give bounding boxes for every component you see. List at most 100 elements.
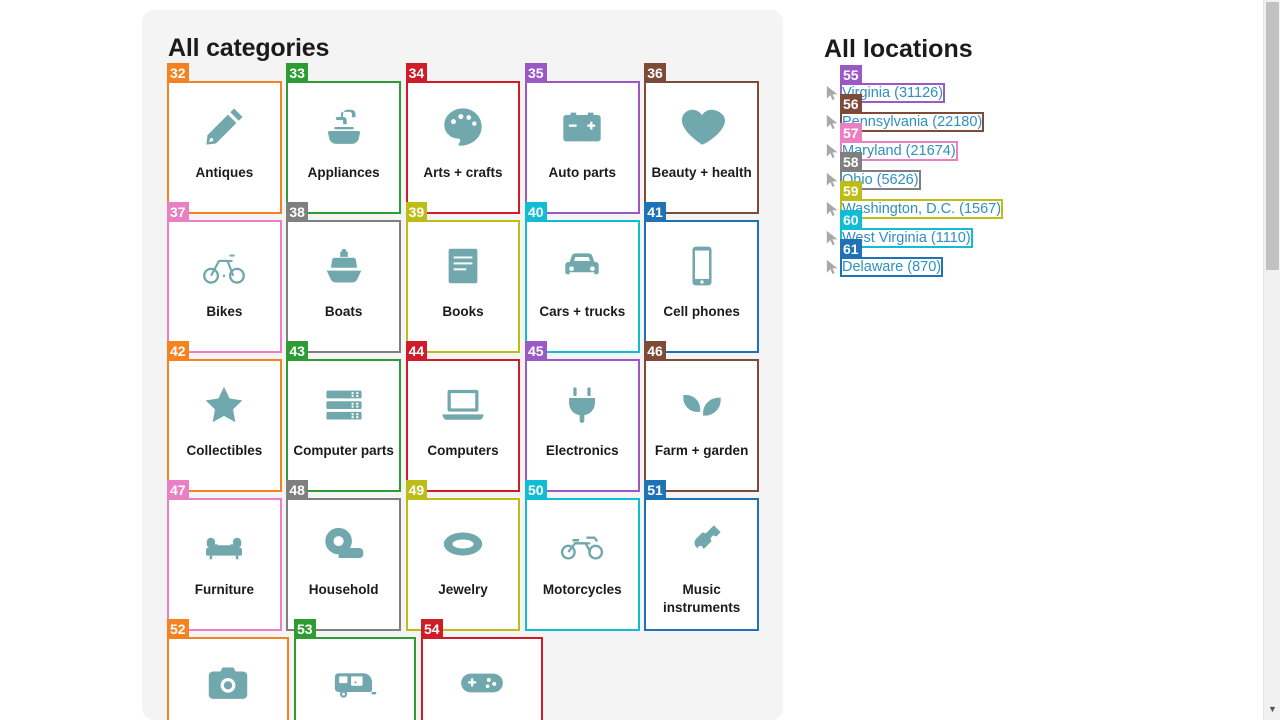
category-label: Bikes <box>206 304 243 319</box>
location-link-delaware[interactable]: Delaware (870) <box>842 258 942 275</box>
category-cell-antiques[interactable]: Antiques <box>168 82 281 213</box>
grid-gap <box>519 82 526 213</box>
scroll-down-arrow-icon[interactable]: ▼ <box>1268 704 1277 714</box>
all-locations-title: All locations <box>824 35 973 63</box>
category-cell-bikes[interactable]: Bikes <box>168 221 281 352</box>
camper-trailer-icon <box>332 660 378 706</box>
cursor-arrow-icon <box>824 228 841 248</box>
laptop-icon <box>440 382 486 428</box>
category-label: Household <box>308 582 379 597</box>
ring-icon <box>440 521 486 567</box>
grid-gap <box>168 352 758 360</box>
category-cell-arts-crafts[interactable]: Arts + crafts <box>406 82 520 213</box>
location-link-virginia[interactable]: Virginia (31126) <box>842 84 944 101</box>
locations-list: Virginia (31126) Pennsylvania (22180) Mary… <box>824 78 1074 281</box>
cursor-arrow-icon <box>824 170 841 190</box>
all-categories-title: All categories <box>168 34 330 62</box>
grid-gap <box>168 630 758 638</box>
category-label: Boats <box>324 304 363 319</box>
category-cell-household[interactable]: Household <box>287 499 401 630</box>
couch-icon <box>201 521 247 567</box>
scrollbar-thumb[interactable] <box>1266 2 1279 270</box>
category-label: Appliances <box>307 165 380 180</box>
location-list-item[interactable]: Ohio (5626) <box>824 165 1074 194</box>
grid-gap <box>519 499 526 630</box>
category-label: Computers <box>427 443 499 458</box>
category-label: Cars + trucks <box>539 304 626 319</box>
location-link-ohio[interactable]: Ohio (5626) <box>842 171 919 188</box>
location-list-item[interactable]: Delaware (870) <box>824 252 1074 281</box>
category-cell-rvs-campers[interactable]: Rvs + campers <box>295 638 415 720</box>
category-cell-music-instruments[interactable]: Music instruments <box>645 499 758 630</box>
category-row: Antiques Appliances Arts + crafts Auto part… <box>168 82 758 213</box>
category-cell-auto-parts[interactable]: Auto parts <box>525 82 639 213</box>
grid-gap <box>639 221 646 352</box>
grid-gap <box>168 491 758 499</box>
location-list-item[interactable]: West Virginia (1110) <box>824 223 1074 252</box>
guitar-icon <box>679 521 725 567</box>
category-label: Arts + crafts <box>423 165 503 180</box>
location-link-pennsylvania[interactable]: Pennsylvania (22180) <box>842 113 983 130</box>
cursor-arrow-icon <box>824 199 841 219</box>
cursor-arrow-icon <box>824 83 841 103</box>
category-cell-books[interactable]: Books <box>406 221 520 352</box>
grid-gap <box>400 499 407 630</box>
category-cell-beauty-health[interactable]: Beauty + health <box>645 82 758 213</box>
category-cell-cars-trucks[interactable]: Cars + trucks <box>525 221 639 352</box>
category-cell-farm-garden[interactable]: Farm + garden <box>645 360 758 491</box>
cursor-arrow-icon <box>824 112 841 132</box>
car-battery-icon <box>559 104 605 150</box>
grid-gap <box>519 360 526 491</box>
grid-gap <box>288 638 295 720</box>
category-cell-furniture[interactable]: Furniture <box>168 499 281 630</box>
location-list-item[interactable]: Pennsylvania (22180) <box>824 107 1074 136</box>
grid-gap <box>281 82 288 213</box>
location-list-item[interactable]: Maryland (21674) <box>824 136 1074 165</box>
category-cell-collectibles[interactable]: Collectibles <box>168 360 281 491</box>
category-cell-motorcycles[interactable]: Motorcycles <box>525 499 639 630</box>
cursor-arrow-icon <box>824 257 841 277</box>
category-cell-video-gaming[interactable]: Video gaming <box>422 638 542 720</box>
location-link-maryland[interactable]: Maryland (21674) <box>842 142 956 159</box>
category-cell-computers[interactable]: Computers <box>406 360 520 491</box>
category-cell-computer-parts[interactable]: Computer parts <box>287 360 401 491</box>
category-label: Music instruments <box>662 582 741 615</box>
category-cell-jewelry[interactable]: Jewelry <box>406 499 520 630</box>
star-icon <box>201 382 247 428</box>
category-row: Photo + videoRvs + campersVideo gaming <box>168 638 758 720</box>
grid-gap <box>400 360 407 491</box>
category-cell-appliances[interactable]: Appliances <box>287 82 401 213</box>
category-label: Beauty + health <box>651 165 752 180</box>
location-link-washington-d-c-[interactable]: Washington, D.C. (1567) <box>842 200 1002 217</box>
grid-gap <box>639 499 646 630</box>
category-label: Electronics <box>545 443 619 458</box>
category-label: Furniture <box>194 582 254 597</box>
tape-measure-icon <box>321 521 367 567</box>
category-label: Antiques <box>195 165 254 180</box>
category-label: Cell phones <box>663 304 740 319</box>
location-link-west-virginia[interactable]: West Virginia (1110) <box>842 229 971 246</box>
grid-gap <box>519 221 526 352</box>
location-list-item[interactable]: Virginia (31126) <box>824 78 1074 107</box>
paint-palette-icon <box>440 104 486 150</box>
grid-gap <box>639 360 646 491</box>
location-list-item[interactable]: Washington, D.C. (1567) <box>824 194 1074 223</box>
grid-gap <box>281 221 288 352</box>
grid-gap <box>281 360 288 491</box>
camera-icon <box>205 660 251 706</box>
grid-gap <box>400 82 407 213</box>
grid-gap <box>281 499 288 630</box>
faucet-sink-icon <box>321 104 367 150</box>
category-cell-cell-phones[interactable]: Cell phones <box>645 221 758 352</box>
seedling-icon <box>679 382 725 428</box>
heart-icon <box>679 104 725 150</box>
category-label: Collectibles <box>186 443 263 458</box>
category-cell-electronics[interactable]: Electronics <box>525 360 639 491</box>
category-cell-photo-video[interactable]: Photo + video <box>168 638 288 720</box>
category-cell-boats[interactable]: Boats <box>287 221 401 352</box>
vertical-scrollbar[interactable]: ▼ <box>1263 0 1280 720</box>
